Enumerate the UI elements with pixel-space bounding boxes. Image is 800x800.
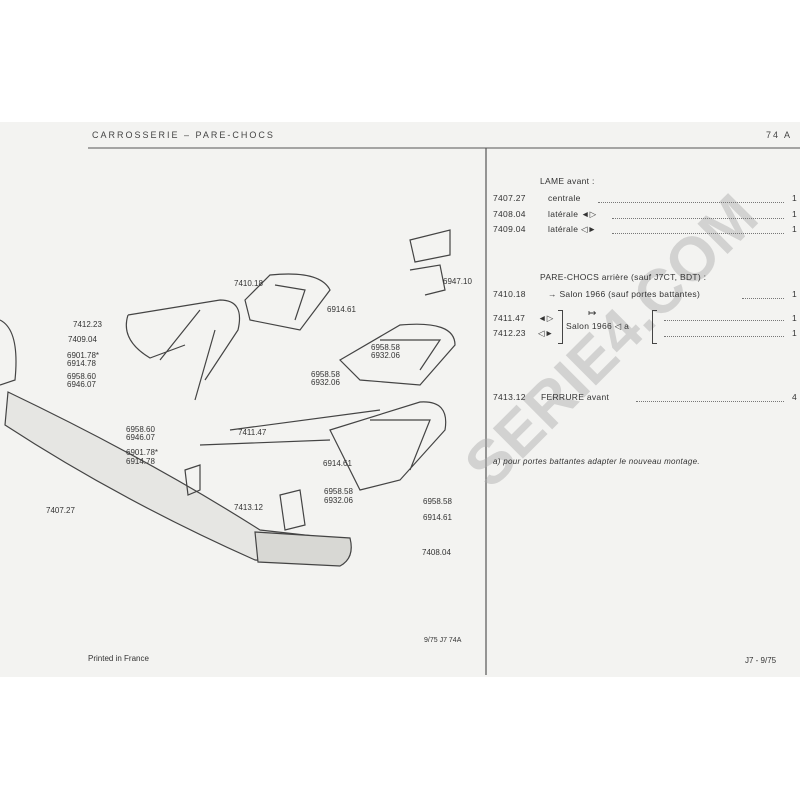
bumper-end-cap	[254, 531, 352, 567]
callout: 6914.61	[327, 305, 356, 314]
callout: 6914.78	[67, 359, 96, 368]
part-ref: 7413.12	[493, 392, 526, 402]
arrow-icon: ↦	[588, 308, 597, 319]
callout: 6914.78	[126, 457, 155, 466]
section-title: PARE-CHOCS arrière (sauf J7CT, BDT) :	[540, 272, 707, 282]
callout: 6932.06	[324, 496, 353, 505]
callout: 7412.23	[73, 320, 102, 329]
long-bar	[199, 409, 381, 446]
drawing-ref: 9/75 J7 74A	[424, 637, 462, 644]
part-qty: 1	[792, 193, 798, 203]
footnote: a) pour portes battantes adapter le nouv…	[493, 457, 700, 466]
callout: 7408.04	[422, 548, 451, 557]
part-qty: 1	[792, 224, 798, 234]
leader-dots	[612, 233, 784, 234]
part-ref: 7408.04	[493, 209, 526, 219]
part-qty: 1	[792, 328, 798, 338]
part-desc: latérale ◄▷	[548, 209, 597, 219]
callout: 6958.58	[371, 343, 400, 352]
leader-dots	[598, 202, 784, 203]
header-title: CARROSSERIE – PARE-CHOCS	[92, 130, 275, 140]
part-qty: 4	[792, 392, 798, 402]
side-arrow-icon: ◁►	[538, 328, 554, 338]
callout: 6901.78*	[67, 351, 100, 360]
callout: 7409.04	[68, 335, 97, 344]
part-ref: 7407.27	[493, 193, 526, 203]
page-code: J7 - 9/75	[745, 656, 777, 665]
callout: 6932.06	[371, 351, 400, 360]
part-qty: 1	[792, 313, 798, 323]
salon-group-label: Salon 1966 ◁ a	[566, 321, 630, 331]
side-arrow-icon: ◄▷	[538, 313, 554, 323]
left-end	[0, 319, 17, 386]
callout: 7407.27	[46, 506, 75, 515]
leader-dots	[664, 320, 784, 321]
callout: 6914.61	[323, 459, 352, 468]
part-ref: 7410.18	[493, 289, 526, 299]
printed-in-france: Printed in France	[88, 654, 149, 663]
callout: 7413.12	[234, 503, 263, 512]
bracket-top	[409, 229, 451, 296]
bracket	[558, 310, 563, 344]
callout: 6958.58	[311, 370, 340, 379]
callout: 6958.58	[423, 497, 452, 506]
callout: 6946.07	[126, 433, 155, 442]
part-desc: → Salon 1966 (sauf portes battantes)	[548, 289, 701, 299]
callout: 6932.06	[311, 378, 340, 387]
leader-dots	[742, 298, 784, 299]
callout: 6901.78*	[126, 448, 159, 457]
part-desc: centrale	[548, 193, 581, 203]
part-ref: 7412.23	[493, 328, 526, 338]
leader-dots	[612, 218, 784, 219]
part-qty: 1	[792, 289, 798, 299]
header-page: 74 A	[766, 130, 793, 140]
part-desc: FERRURE avant	[541, 392, 610, 402]
part-ref: 7409.04	[493, 224, 526, 234]
bracket	[652, 310, 657, 344]
rear-frame-left	[125, 299, 241, 401]
callout: 6958.58	[324, 487, 353, 496]
part-ref: 7411.47	[493, 313, 526, 323]
rear-frame-lower	[329, 401, 447, 491]
callout: 7411.47	[238, 428, 267, 437]
callout: 6958.60	[126, 425, 155, 434]
leader-dots	[664, 336, 784, 337]
catalog-page	[0, 122, 800, 677]
part-desc: latérale ◁►	[548, 224, 597, 234]
callout: 6958.60	[67, 372, 96, 381]
section-title: LAME avant :	[540, 176, 595, 186]
leader-dots	[636, 401, 784, 402]
rear-frame-right	[339, 323, 456, 386]
callout: 7410.18	[234, 279, 263, 288]
callout: 6947.10	[443, 277, 472, 286]
callout: 6946.07	[67, 380, 96, 389]
callout: 6914.61	[423, 513, 452, 522]
ferrure-bracket	[184, 464, 306, 531]
part-qty: 1	[792, 209, 798, 219]
rear-frame-center	[244, 273, 331, 331]
